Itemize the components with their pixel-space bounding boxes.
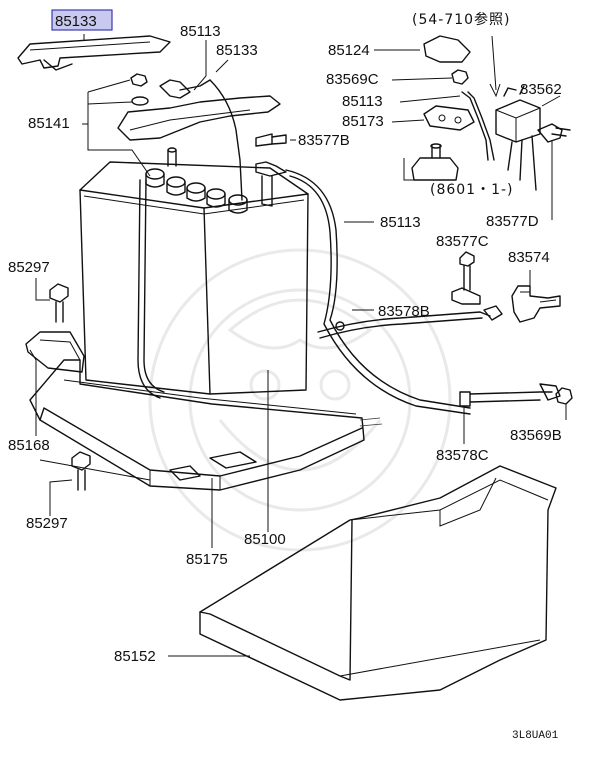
nut-83569b bbox=[555, 387, 573, 405]
battery-cover-85152 bbox=[199, 465, 557, 701]
bolt-83577b bbox=[255, 133, 287, 147]
reference-note-top: (54-710参照) bbox=[412, 11, 511, 28]
side-bracket-85168 bbox=[25, 331, 85, 373]
bolt-83577d bbox=[537, 123, 571, 143]
small-terminal-85113 bbox=[461, 91, 495, 161]
part-labels: 85133 85113 85133 85141 85124 83569C 851… bbox=[8, 13, 562, 665]
nut-83569c bbox=[451, 69, 469, 85]
label-85175[interactable]: 85175 bbox=[186, 551, 228, 568]
bracket-85173 bbox=[423, 105, 475, 131]
label-83574[interactable]: 83574 bbox=[508, 249, 550, 266]
label-85124[interactable]: 85124 bbox=[328, 42, 370, 59]
bracket-83574 bbox=[511, 285, 561, 323]
positive-cable-85113 bbox=[255, 161, 471, 415]
battery-tray-85175 bbox=[29, 359, 383, 491]
label-85168[interactable]: 85168 bbox=[8, 437, 50, 454]
label-85297-lower[interactable]: 85297 bbox=[26, 515, 68, 532]
label-85113-top[interactable]: 85113 bbox=[180, 23, 221, 40]
label-85113-mid[interactable]: 85113 bbox=[380, 214, 421, 231]
bolt-85297-lower bbox=[71, 451, 91, 491]
highlighted-part-box bbox=[51, 9, 113, 31]
label-85100[interactable]: 85100 bbox=[244, 531, 286, 548]
reference-note-mid: (8601・1-) bbox=[430, 182, 514, 198]
diagram-code: 3L8UA01 bbox=[512, 730, 559, 742]
label-83577d[interactable]: 83577D bbox=[486, 213, 539, 230]
label-85141[interactable]: 85141 bbox=[28, 115, 70, 132]
label-85133[interactable]: 85133 bbox=[216, 42, 258, 59]
ground-cable-83578c bbox=[459, 383, 561, 407]
relay-83562 bbox=[495, 85, 541, 191]
label-85152[interactable]: 85152 bbox=[114, 648, 156, 665]
terminal-cover-85124 bbox=[423, 35, 471, 63]
label-85297-upper[interactable]: 85297 bbox=[8, 259, 50, 276]
bolt-85297-upper bbox=[49, 283, 69, 323]
label-83569c[interactable]: 83569C bbox=[326, 71, 379, 88]
label-83562[interactable]: 83562 bbox=[520, 81, 562, 98]
battery-bracket-part bbox=[117, 79, 281, 201]
j-bolt-85141 bbox=[137, 179, 165, 399]
label-83577c[interactable]: 83577C bbox=[436, 233, 489, 250]
label-83569b[interactable]: 83569B bbox=[510, 427, 562, 444]
battery-85100 bbox=[79, 147, 309, 395]
leader-lines bbox=[29, 34, 567, 657]
watermark-emblem bbox=[148, 248, 452, 552]
battery-caps bbox=[145, 168, 248, 214]
reference-bracket bbox=[403, 158, 430, 181]
bolt-83577c bbox=[451, 251, 481, 305]
label-83577b[interactable]: 83577B bbox=[298, 132, 350, 149]
label-85113-right[interactable]: 85113 bbox=[342, 93, 383, 110]
ground-strap-83578b bbox=[317, 305, 503, 339]
battery-post-detail bbox=[411, 143, 459, 181]
label-85133-highlighted[interactable]: 85133 bbox=[55, 13, 97, 30]
nut-washer-part bbox=[130, 73, 149, 106]
label-85173[interactable]: 85173 bbox=[342, 113, 384, 130]
label-83578c[interactable]: 83578C bbox=[436, 447, 489, 464]
label-83578b[interactable]: 83578B bbox=[378, 303, 430, 320]
hold-down-bar-part bbox=[17, 35, 171, 71]
